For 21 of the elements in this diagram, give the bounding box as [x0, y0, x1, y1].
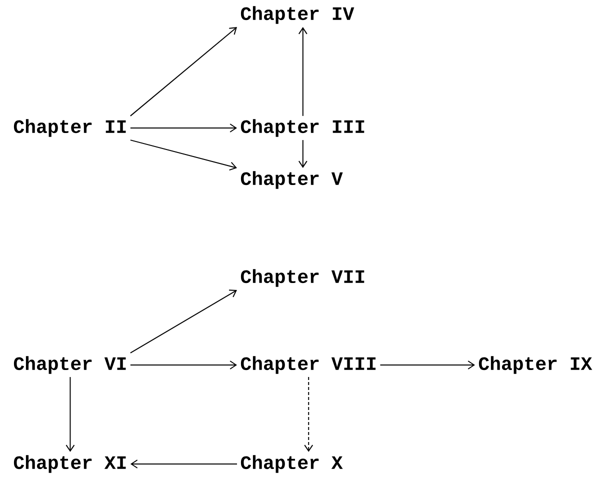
arrow — [66, 376, 75, 452]
arrow — [298, 140, 308, 168]
chapter-label: Chapter II — [14, 119, 126, 137]
chapter-label: Chapter VIII — [240, 356, 376, 374]
chapter-label: Chapter V — [240, 171, 343, 189]
chapter-label: Chapter VII — [240, 269, 364, 287]
arrow — [130, 27, 237, 116]
arrow — [130, 290, 237, 354]
chapter-label: Chapter X — [240, 455, 343, 473]
arrow — [298, 27, 308, 116]
chapter-label: Chapter VI — [14, 356, 126, 374]
chapter-label: Chapter III — [240, 119, 364, 137]
arrow — [304, 376, 314, 452]
arrow — [130, 124, 237, 132]
arrow — [380, 360, 475, 370]
arrow — [130, 460, 238, 468]
arrow — [130, 360, 237, 370]
chapter-label: Chapter IX — [478, 356, 592, 374]
arrow — [130, 140, 237, 171]
chapter-label: Chapter XI — [14, 455, 126, 473]
chapter-label: Chapter IV — [240, 6, 354, 24]
